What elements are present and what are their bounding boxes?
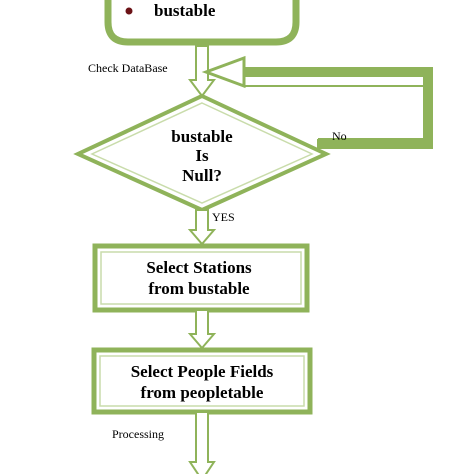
arrow-start-to-decision — [188, 45, 216, 98]
decision-node: bustable Is Null? — [73, 93, 331, 213]
edge-label-no: No — [332, 129, 347, 143]
edge-label-check-database: Check DataBase — [88, 61, 168, 75]
bullet-icon — [125, 7, 133, 15]
start-node: bustable — [104, 0, 300, 46]
start-node-label: bustable — [154, 1, 216, 20]
start-node-outline — [104, 0, 300, 46]
stations-node-outline — [92, 243, 310, 313]
arrow-decision-to-stations — [187, 209, 217, 246]
stations-label-line1: Select Stations — [146, 258, 252, 277]
stations-label-line2: from bustable — [148, 279, 250, 298]
people-node: Select People Fields from peopletable — [91, 347, 313, 415]
people-label-line2: from peopletable — [141, 383, 264, 402]
arrow-stations-to-people — [187, 309, 217, 350]
arrow-no-loop — [201, 55, 433, 149]
decision-label-line2: Is — [195, 146, 209, 165]
stations-node: Select Stations from bustable — [92, 243, 310, 313]
decision-label-line3: Null? — [182, 166, 222, 185]
edge-label-processing: Processing — [112, 427, 164, 441]
edge-label-yes: YES — [212, 210, 235, 224]
decision-label-line1: bustable — [171, 127, 233, 146]
people-label-line1: Select People Fields — [131, 362, 274, 381]
people-node-outline — [91, 347, 313, 415]
arrow-people-to-next — [188, 411, 216, 474]
